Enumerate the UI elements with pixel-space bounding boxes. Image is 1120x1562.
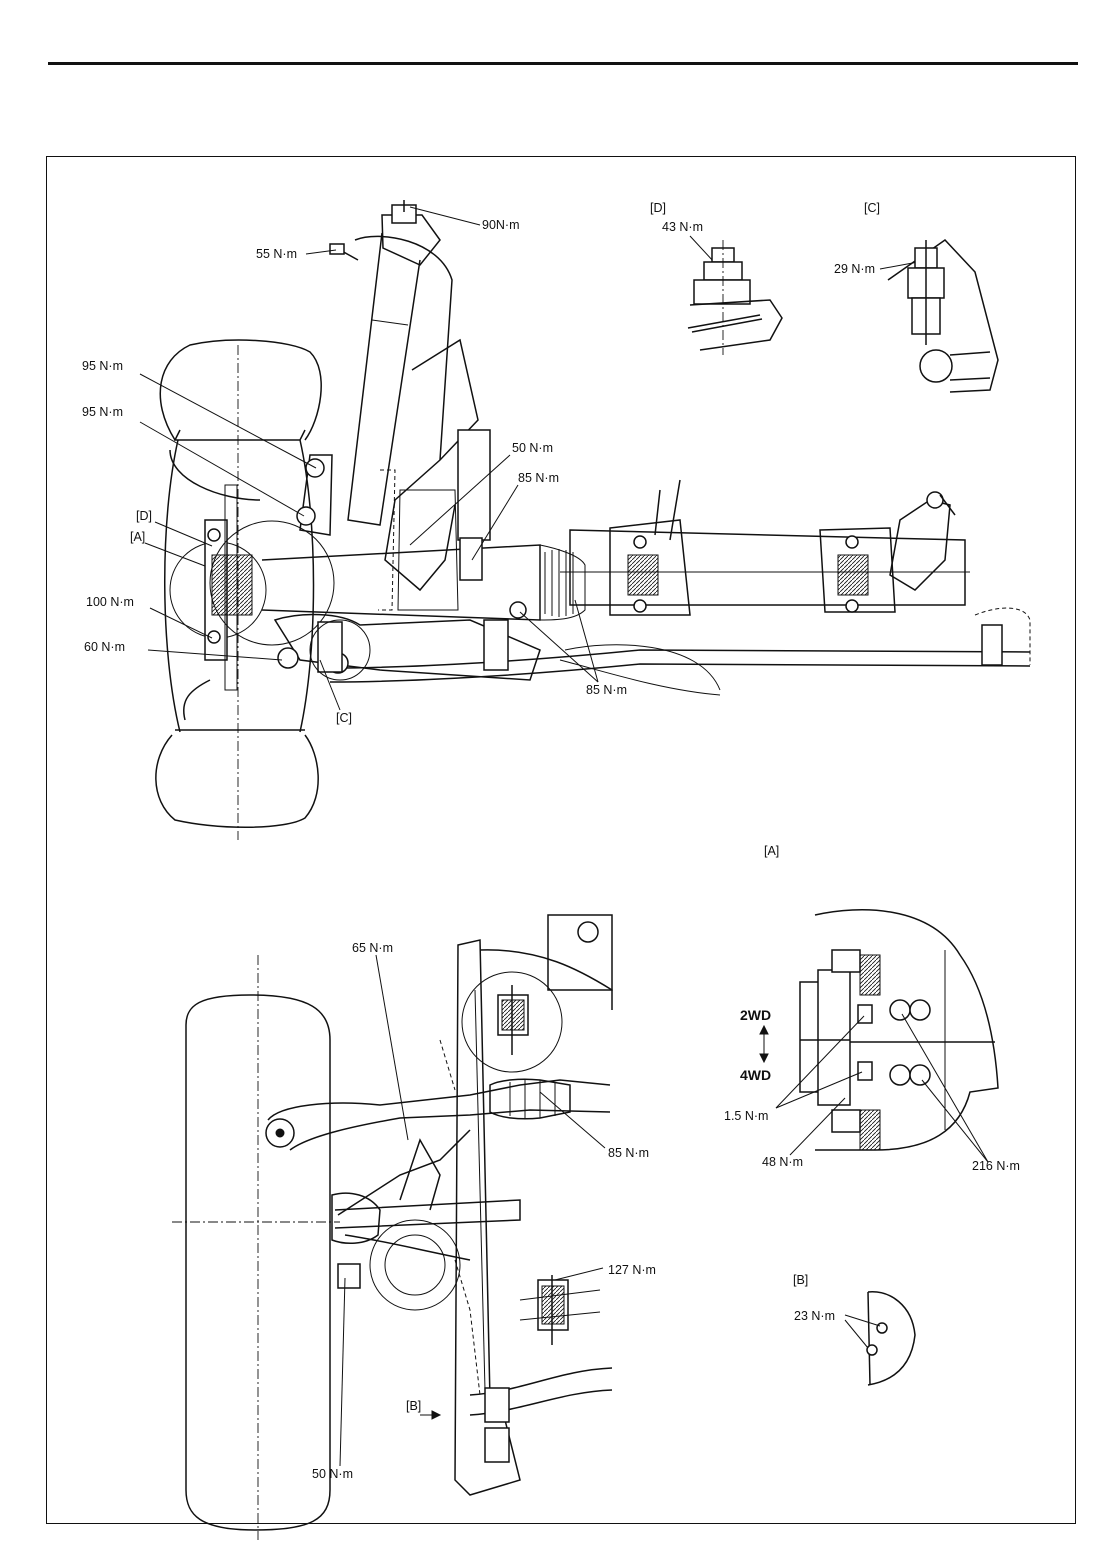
torque-label-strut-top: 90N·m: [482, 218, 520, 232]
torque-label-upper-arm: 85 N·m: [518, 471, 559, 485]
detail-a-torque-nut: 216 N·m: [972, 1159, 1020, 1173]
detail-c-torque: 29 N·m: [834, 262, 875, 276]
strut-assembly: [297, 200, 452, 535]
torque-label-lower-arm-bolt: 127 N·m: [608, 1263, 656, 1277]
rim-top: [175, 430, 305, 440]
hub-bearing: [212, 555, 252, 615]
detail-b-torque: 23 N·m: [794, 1309, 835, 1323]
torque-label-upper-arm-nut: 85 N·m: [608, 1146, 649, 1160]
torque-label-strut-bolt-upper: 95 N·m: [82, 359, 123, 373]
detail-c: [C] 29 N·m: [834, 201, 998, 392]
detail-b-title: [B]: [793, 1273, 808, 1287]
knuckle-top: [370, 1220, 460, 1310]
detail-d-torque: 43 N·m: [662, 220, 703, 234]
bump-stop: [458, 430, 490, 540]
torque-label-bump-bracket: 50 N·m: [512, 441, 553, 455]
tire-upper: [160, 340, 321, 440]
callout-a: [A]: [130, 530, 145, 544]
torque-label-tie-rod-end: 50 N·m: [312, 1467, 353, 1481]
label-2wd: 2WD: [740, 1007, 771, 1023]
callout-c: [C]: [336, 711, 352, 725]
front-drive-shaft: [335, 1200, 520, 1228]
callout-d: [D]: [136, 509, 152, 523]
detail-a-torque-cap: 1.5 N·m: [724, 1109, 768, 1123]
detail-d: [D] 43 N·m: [650, 201, 782, 355]
bottom-suspension-view: [172, 915, 612, 1540]
torque-label-ball-joint: 60 N·m: [84, 640, 125, 654]
detail-a-torque-bolt: 48 N·m: [762, 1155, 803, 1169]
callout-b: [B]: [406, 1399, 421, 1413]
torque-label-lower-arm: 85 N·m: [586, 683, 627, 697]
detail-b: [B] 23 N·m: [793, 1273, 915, 1385]
tire-wall-left: [165, 440, 180, 732]
detail-a: [A] 2WD 4WD 1.5 N·m 48 N·m 216 N·m: [724, 844, 1020, 1173]
detail-d-title: [D]: [650, 201, 666, 215]
tire-lower: [156, 735, 318, 827]
detail-c-title: [C]: [864, 201, 880, 215]
arrow-up-down-icon: [760, 1026, 768, 1062]
torque-label-strut-bolt-lower: 95 N·m: [82, 405, 123, 419]
torque-label-upper-arm-bolt: 65 N·m: [352, 941, 393, 955]
detail-a-title: [A]: [764, 844, 779, 858]
label-4wd: 4WD: [740, 1067, 771, 1083]
torque-label-hub: 100 N·m: [86, 595, 134, 609]
drive-shaft: [262, 545, 540, 620]
lower-arm-top-view: [338, 1130, 470, 1215]
arrow-right-icon: [420, 1411, 440, 1419]
brake-hose: [170, 450, 260, 500]
torque-label-brake-hose: 55 N·m: [256, 247, 297, 261]
steering-gearbox: [890, 500, 950, 590]
front-suspension-view: [156, 200, 1030, 840]
